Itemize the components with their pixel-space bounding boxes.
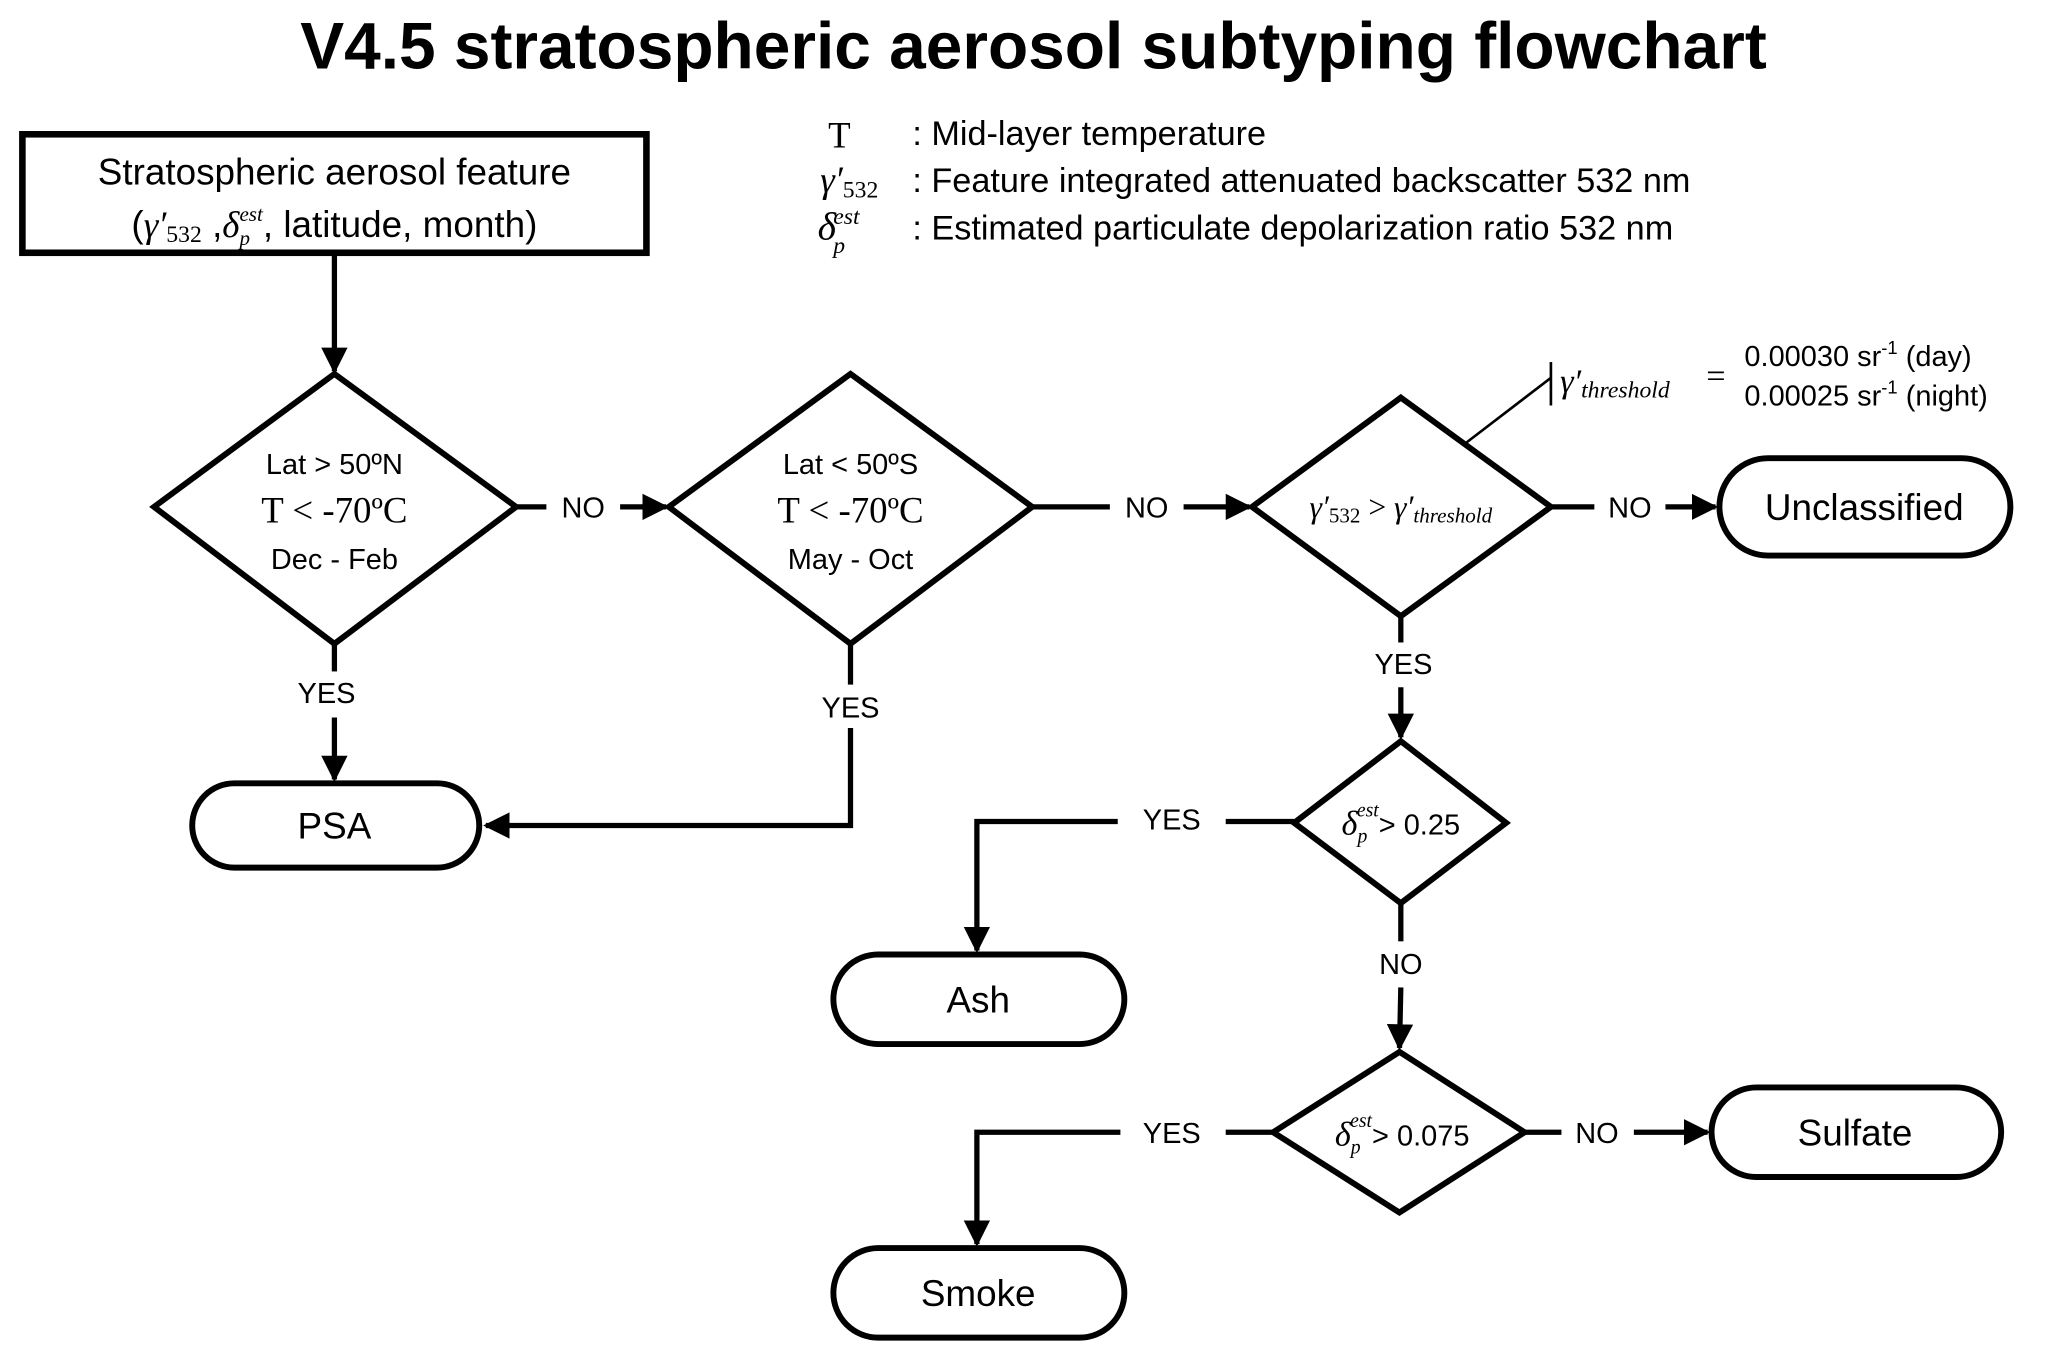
chart-title: V4.5 stratospheric aerosol subtyping flo… xyxy=(300,8,1767,82)
outcome-sulfate-label: Sulfate xyxy=(1798,1112,1913,1153)
legend: T : Mid-layer temperature γ′532 : Featur… xyxy=(818,114,1691,258)
outcome-ash-label: Ash xyxy=(946,979,1010,1020)
d5-no-label: NO xyxy=(1575,1118,1618,1150)
d2-line3: May - Oct xyxy=(788,544,913,576)
d2-line1: Lat < 50ºS xyxy=(783,449,918,481)
legend-desc-gamma: : Feature integrated attenuated backscat… xyxy=(912,162,1690,200)
outcome-ash: Ash xyxy=(830,951,1128,1047)
outcome-sulfate: Sulfate xyxy=(1708,1084,2005,1180)
outcome-smoke: Smoke xyxy=(830,1245,1128,1341)
threshold-night: 0.00025 sr-1 (night) xyxy=(1744,377,1987,413)
outcome-psa-label: PSA xyxy=(298,806,372,847)
d3-no-label: NO xyxy=(1608,492,1651,524)
legend-symbol-T: T xyxy=(828,114,851,155)
d1-no-label: NO xyxy=(562,492,605,524)
threshold-equals: = xyxy=(1706,357,1725,395)
d1-yes-label: YES xyxy=(298,678,356,710)
d5-condition: δpest> 0.075 xyxy=(1335,1110,1470,1158)
decision-north-psa: Lat > 50ºN T < -70ºC Dec - Feb xyxy=(149,370,522,648)
d1-line2: T < -70ºC xyxy=(261,490,407,531)
d3-condition: γ′532 > γ′threshold xyxy=(1309,489,1492,527)
start-box-line1: Stratospheric aerosol feature xyxy=(98,151,571,192)
legend-symbol-gamma: γ′532 xyxy=(820,159,878,203)
outcome-unclassified: Unclassified xyxy=(1716,455,2014,559)
threshold-symbol: γ′threshold xyxy=(1560,362,1670,403)
d2-yes-arrow xyxy=(483,728,854,839)
d5-yes-label: YES xyxy=(1143,1118,1201,1150)
d4-yes-label: YES xyxy=(1143,804,1201,836)
threshold-annotation: γ′threshold = 0.00030 sr-1 (day) 0.00025… xyxy=(1560,337,1988,412)
outcome-psa: PSA xyxy=(189,780,483,871)
d4-no-label: NO xyxy=(1379,949,1422,981)
d4-yes-arrow xyxy=(963,818,1118,954)
threshold-leader-line xyxy=(1465,376,1552,444)
d4-condition: δpest> 0.25 xyxy=(1342,799,1460,847)
outcome-smoke-label: Smoke xyxy=(921,1273,1036,1314)
d5-yes-arrow xyxy=(963,1129,1121,1247)
decision-south-psa: Lat < 50ºS T < -70ºC May - Oct xyxy=(663,370,1038,648)
legend-desc-delta: : Estimated particulate depolarization r… xyxy=(912,210,1673,248)
threshold-day: 0.00030 sr-1 (day) xyxy=(1744,337,1971,373)
d4-no-arrow xyxy=(1386,987,1414,1051)
legend-desc-T: : Mid-layer temperature xyxy=(912,115,1266,153)
d2-line2: T < -70ºC xyxy=(777,490,923,531)
d3-yes-label: YES xyxy=(1374,649,1432,681)
d2-no-label: NO xyxy=(1125,492,1168,524)
start-box: Stratospheric aerosol feature (γ′532 ,δp… xyxy=(19,130,650,257)
decision-depol-025: δpest> 0.25 xyxy=(1289,737,1512,907)
legend-symbol-delta: δpest xyxy=(818,204,861,259)
decision-backscatter-threshold: γ′532 > γ′threshold xyxy=(1247,393,1556,620)
decision-depol-0075: δpest> 0.075 xyxy=(1267,1048,1531,1217)
d2-yes-label: YES xyxy=(822,693,880,725)
d1-line3: Dec - Feb xyxy=(271,544,398,576)
d1-line1: Lat > 50ºN xyxy=(266,449,403,481)
outcome-unclassified-label: Unclassified xyxy=(1765,487,1964,528)
